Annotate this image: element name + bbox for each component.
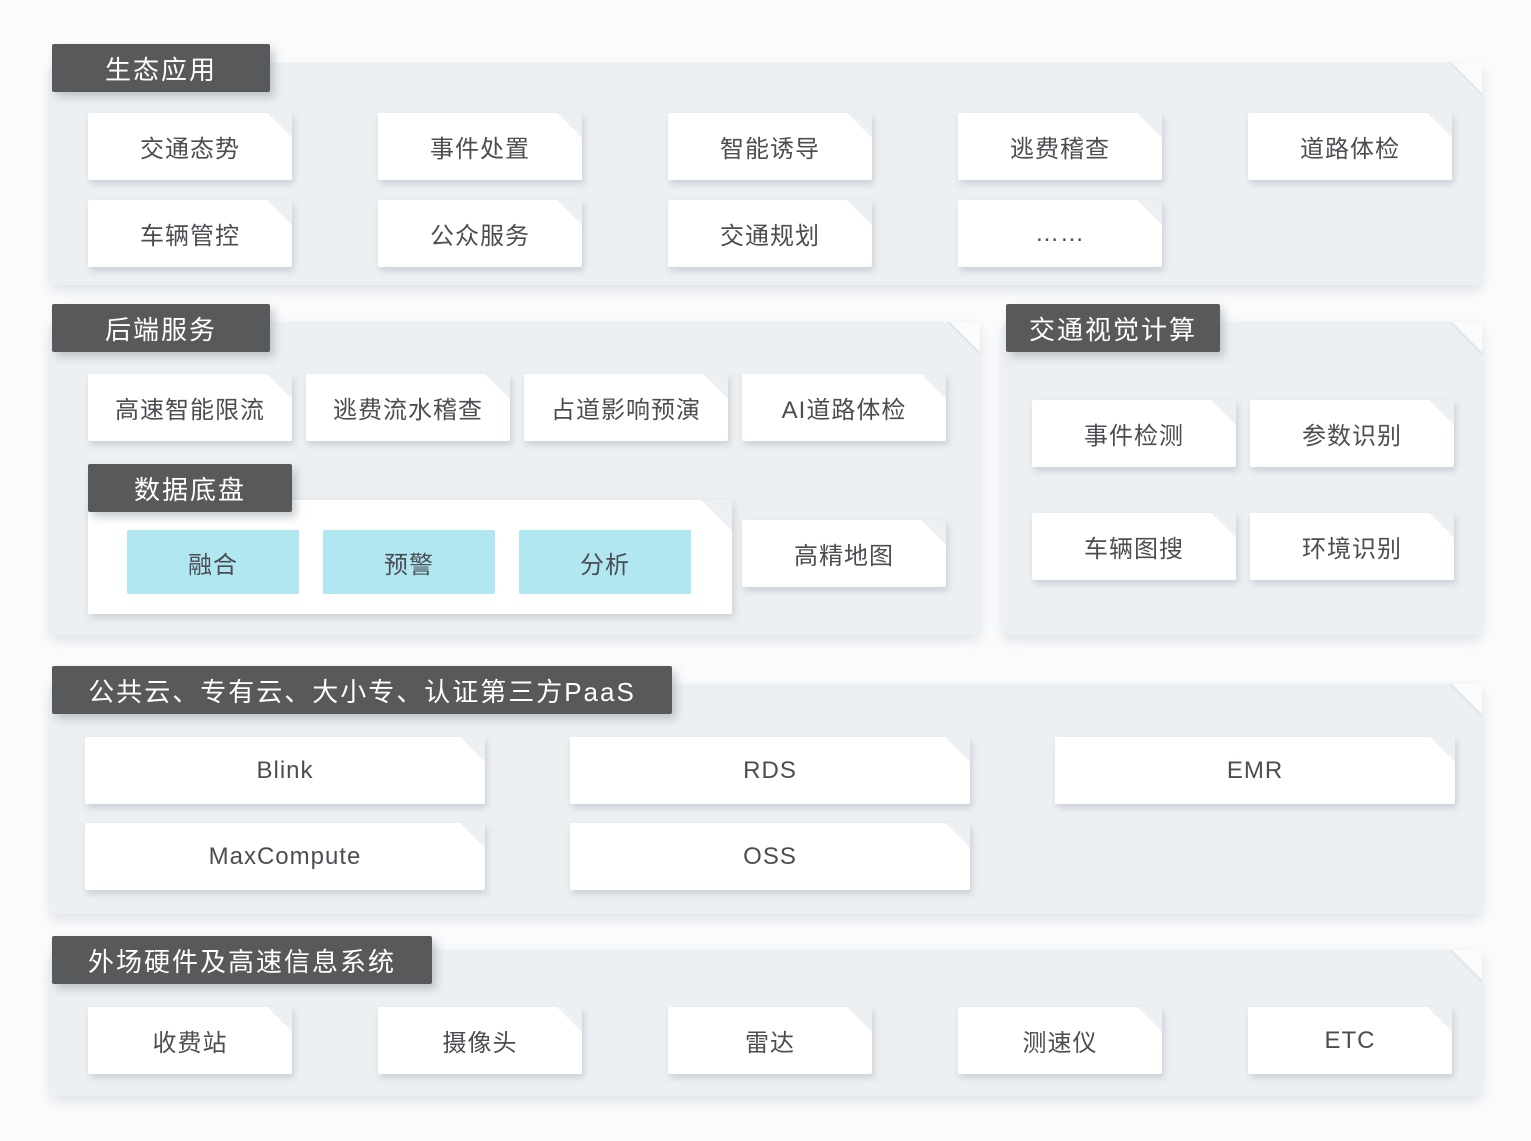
card-toll-evasion-audit: 逃费稽查 [958,113,1162,180]
card-blink: Blink [85,737,485,804]
card-traffic-planning: 交通规划 [668,200,872,267]
card-smart-guidance: 智能诱导 [668,113,872,180]
card-ai-road-checkup: AI道路体检 [742,374,946,441]
card-road-checkup: 道路体检 [1248,113,1452,180]
card-highway-smart-throttling: 高速智能限流 [88,374,292,441]
card-event-detection: 事件检测 [1032,400,1236,467]
section-label-backend-services: 后端服务 [52,304,270,352]
section-label-field-hardware: 外场硬件及高速信息系统 [52,936,432,984]
card-environment-recognition: 环境识别 [1250,513,1454,580]
card-camera: 摄像头 [378,1007,582,1074]
section-label-data-chassis: 数据底盘 [88,464,292,512]
card-hd-map: 高精地图 [742,520,946,587]
card-public-service: 公众服务 [378,200,582,267]
section-label-traffic-vision: 交通视觉计算 [1006,304,1220,352]
card-etc: ETC [1248,1007,1452,1074]
card-toll-station: 收费站 [88,1007,292,1074]
card-oss: OSS [570,823,970,890]
card-emr: EMR [1055,737,1455,804]
card-ellipsis-more: …… [958,200,1162,267]
card-parameter-recognition: 参数识别 [1250,400,1454,467]
card-speedometer: 测速仪 [958,1007,1162,1074]
chip-analysis: 分析 [519,530,691,594]
card-lane-occupation-preview: 占道影响预演 [524,374,728,441]
card-rds: RDS [570,737,970,804]
card-vehicle-image-search: 车辆图搜 [1032,513,1236,580]
chip-early-warning: 预警 [323,530,495,594]
section-label-paas-cloud: 公共云、专有云、大小专、认证第三方PaaS [52,666,672,714]
chip-fusion: 融合 [127,530,299,594]
card-incident-handling: 事件处置 [378,113,582,180]
card-traffic-situation: 交通态势 [88,113,292,180]
card-vehicle-control: 车辆管控 [88,200,292,267]
card-radar: 雷达 [668,1007,872,1074]
panel-traffic-vision-computing [1003,322,1482,635]
card-maxcompute: MaxCompute [85,823,485,890]
card-toll-evasion-flow-audit: 逃费流水稽查 [306,374,510,441]
section-label-eco-apps: 生态应用 [52,44,270,92]
